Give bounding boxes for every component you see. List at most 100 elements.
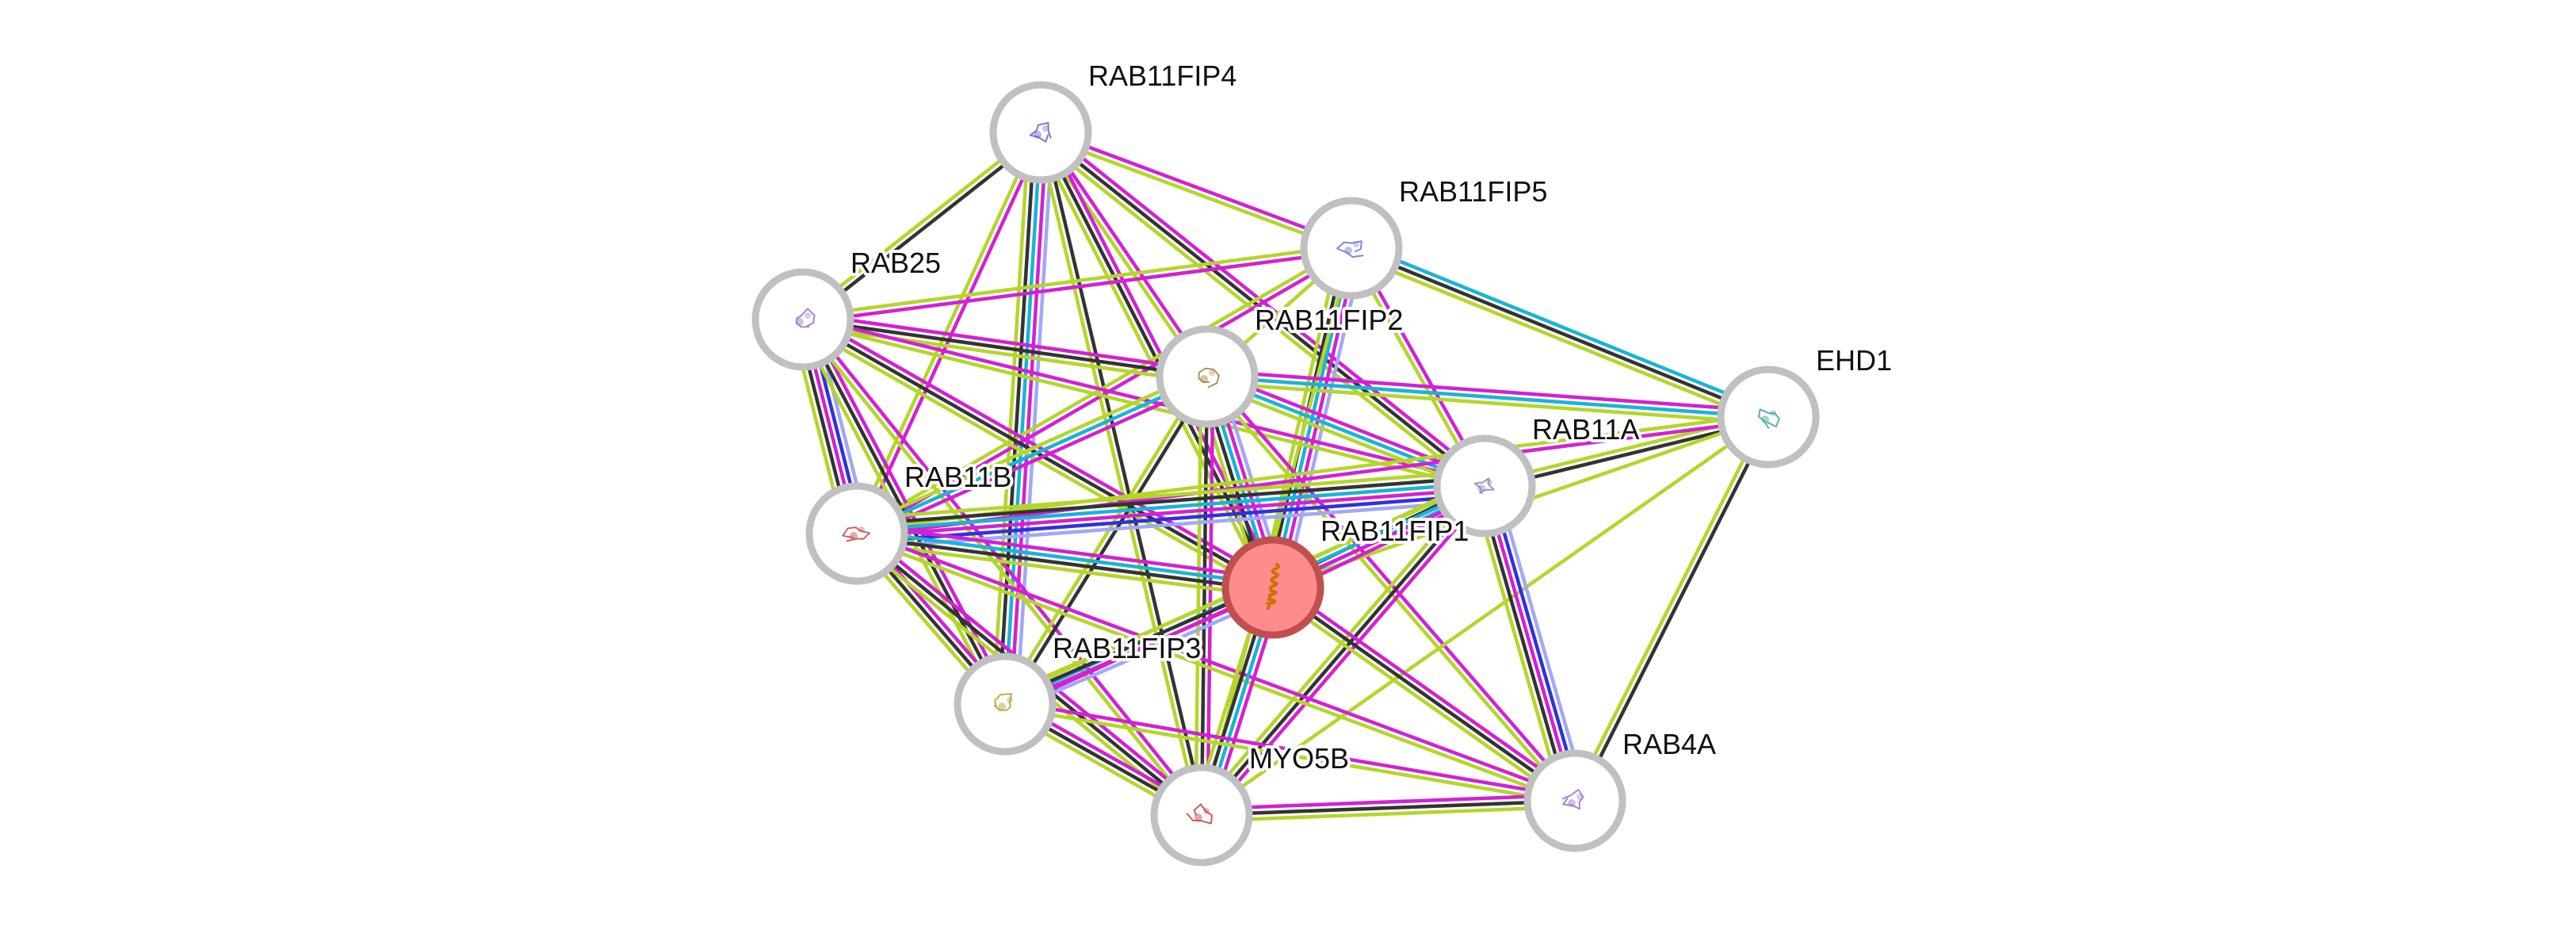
edge-RAB11FIP4-RAB11FIP5[interactable] [1038, 128, 1355, 253]
node-circle [1300, 197, 1403, 300]
node-label-rab11a: RAB11A [1532, 413, 1639, 446]
edge-line-experiments [1009, 131, 1049, 706]
edge-line-coexpression [1576, 416, 1773, 804]
protein-structure-icon [1336, 240, 1364, 258]
node-label-rab11b: RAB11B [904, 461, 1011, 493]
protein-structure-icon [1186, 803, 1213, 825]
node-circle [1433, 434, 1536, 538]
edge-line-textmining [1195, 480, 1482, 813]
edge-line-databases [855, 529, 1275, 587]
edge-line-coexpression [1041, 129, 1206, 817]
node-layer [751, 81, 1820, 867]
node-circle [751, 268, 854, 371]
protein-structure-icon [1265, 563, 1281, 610]
edge-RAB11FIP2-RAB11FIP3[interactable] [1000, 373, 1212, 708]
edge-line-textmining [1000, 373, 1207, 705]
protein-structure-icon [1029, 121, 1052, 143]
label-layer: RAB11FIP4RAB11FIP5RAB25RAB11FIP2EHD1RAB1… [847, 56, 1895, 778]
node-rab11fip1[interactable] [1221, 536, 1324, 639]
edge-RAB11FIP3-RAB4A[interactable] [1003, 699, 1577, 806]
edge-line-textmining [1200, 805, 1577, 823]
edge-RAB11FIP2-EHD1[interactable] [1205, 369, 1771, 425]
edge-line-textmining [1035, 135, 1483, 493]
node-label-rab11fip1: RAB11FIP1 [1320, 515, 1469, 547]
node-circle [1523, 749, 1626, 852]
edge-RAB11FIP4-RAB11FIP3[interactable] [991, 129, 1055, 707]
node-rab4a[interactable] [1523, 749, 1626, 852]
node-rab11a[interactable] [1433, 434, 1536, 538]
edge-line-coexpression [1199, 484, 1487, 817]
edge-line-textmining [1570, 414, 1768, 802]
node-rab25[interactable] [751, 268, 854, 371]
edge-line-textmining [1267, 590, 1573, 808]
node-rab11b[interactable] [805, 482, 908, 585]
edge-RAB11FIP4-RAB11A[interactable] [1035, 125, 1490, 493]
edge-line-textmining [854, 469, 1485, 521]
edge-RAB11FIP5-EHD1[interactable] [1347, 240, 1773, 425]
edge-line-textmining [1194, 374, 1203, 817]
edge-line-coexpression [1038, 130, 1275, 590]
edge-RAB11A-MYO5B[interactable] [1195, 480, 1491, 821]
edge-line-coexpression [1038, 130, 1487, 488]
edge-line-experiments [1275, 580, 1580, 798]
edge-line-databases [1205, 374, 1771, 419]
node-label-rab11fip2: RAB11FIP2 [1255, 304, 1403, 336]
node-circle [805, 482, 908, 585]
node-rab11fip5[interactable] [1300, 197, 1403, 300]
edge-line-experiments [855, 487, 1487, 538]
edge-line-textmining [1471, 487, 1565, 806]
edge-line-experiments [801, 249, 1354, 324]
edge-line-experiments [1199, 793, 1577, 811]
edge-line-experiments [1204, 488, 1491, 821]
edge-RAB11A-RAB11B[interactable] [854, 469, 1488, 550]
edge-line-homology [856, 499, 1488, 550]
edge-RAB11FIP5-RAB25[interactable] [801, 243, 1354, 324]
edge-line-coexpression [1199, 798, 1577, 817]
node-ehd1[interactable] [1717, 365, 1820, 469]
edge-line-databases [1351, 240, 1773, 414]
edge-RAB11FIP1-RAB4A[interactable] [1267, 580, 1580, 808]
edge-MYO5B-RAB4A[interactable] [1199, 793, 1577, 823]
edge-RAB25-RAB11FIP2[interactable] [800, 312, 1210, 385]
edge-line-textmining [1003, 705, 1577, 806]
node-circle [1717, 365, 1820, 469]
node-circle [954, 653, 1057, 756]
edge-RAB11FIP4-MYO5B[interactable] [1036, 129, 1206, 818]
edge-line-textmining [854, 534, 1576, 806]
node-label-rab11fip4: RAB11FIP4 [1088, 59, 1236, 92]
node-label-rab11fip5: RAB11FIP5 [1399, 175, 1547, 208]
edge-line-textmining [854, 540, 1274, 599]
edge-line-experiments [1042, 125, 1490, 484]
edge-line-textmining [852, 369, 1207, 530]
edge-RAB11B-RAB11FIP1[interactable] [854, 522, 1276, 599]
protein-structure-icon [993, 693, 1013, 711]
edge-line-homology [1282, 249, 1365, 592]
node-rab11fip2[interactable] [1156, 325, 1259, 428]
edge-line-coexpression [997, 130, 1037, 706]
node-rab11fip4[interactable] [989, 81, 1092, 184]
edge-RAB11A-RAB4A[interactable] [1471, 480, 1588, 806]
edge-line-textmining [1347, 251, 1768, 425]
node-circle [989, 81, 1092, 184]
protein-structure-icon [1758, 408, 1780, 429]
protein-structure-icon [1473, 477, 1495, 495]
node-rab11fip3[interactable] [954, 653, 1057, 756]
protein-structure-icon [1561, 789, 1584, 810]
node-label-rab4a: RAB4A [1622, 728, 1716, 760]
node-label-myo5b: MYO5B [1249, 742, 1349, 775]
node-circle [1150, 764, 1253, 867]
edge-RAB11B-RAB4A[interactable] [854, 529, 1578, 806]
edge-line-textmining [800, 323, 1209, 385]
edge-EHD1-RAB4A[interactable] [1570, 414, 1773, 804]
edge-line-homology [1015, 131, 1055, 707]
node-myo5b[interactable] [1150, 764, 1253, 867]
edge-line-textmining [1038, 133, 1352, 253]
edge-line-neighborhood [1488, 482, 1583, 802]
edge-line-databases [1003, 130, 1043, 706]
edge-line-coexpression [1477, 485, 1572, 805]
protein-structure-icon [842, 526, 870, 542]
protein-structure-icon [1198, 367, 1220, 388]
edge-line-experiments [1003, 699, 1577, 800]
edge-line-experiments [1040, 128, 1355, 247]
edge-EHD1-RAB11B[interactable] [854, 412, 1771, 538]
